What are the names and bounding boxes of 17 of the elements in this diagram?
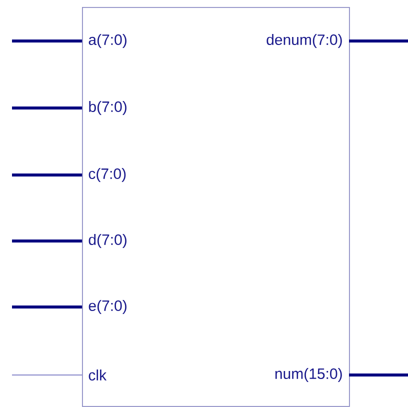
pin-line — [12, 240, 82, 242]
pin-line — [349, 40, 408, 42]
pin-label: e(7:0) — [88, 300, 126, 314]
pin-line — [12, 40, 82, 42]
pin-label: a(7:0) — [88, 34, 126, 48]
pin-label: b(7:0) — [89, 101, 126, 115]
pin-label: denum(7:0) — [266, 34, 342, 48]
pin-label: num(15:0) — [275, 368, 342, 382]
pin-line — [12, 174, 82, 176]
pin-line — [349, 374, 408, 376]
pin-label: c(7:0) — [88, 168, 126, 182]
pin-line — [12, 306, 82, 308]
pin-line — [12, 106, 82, 110]
block-symbol — [82, 7, 350, 407]
pin-line — [12, 374, 82, 376]
pin-label: clk — [88, 369, 107, 380]
pin-label: d(7:0) — [88, 234, 126, 248]
